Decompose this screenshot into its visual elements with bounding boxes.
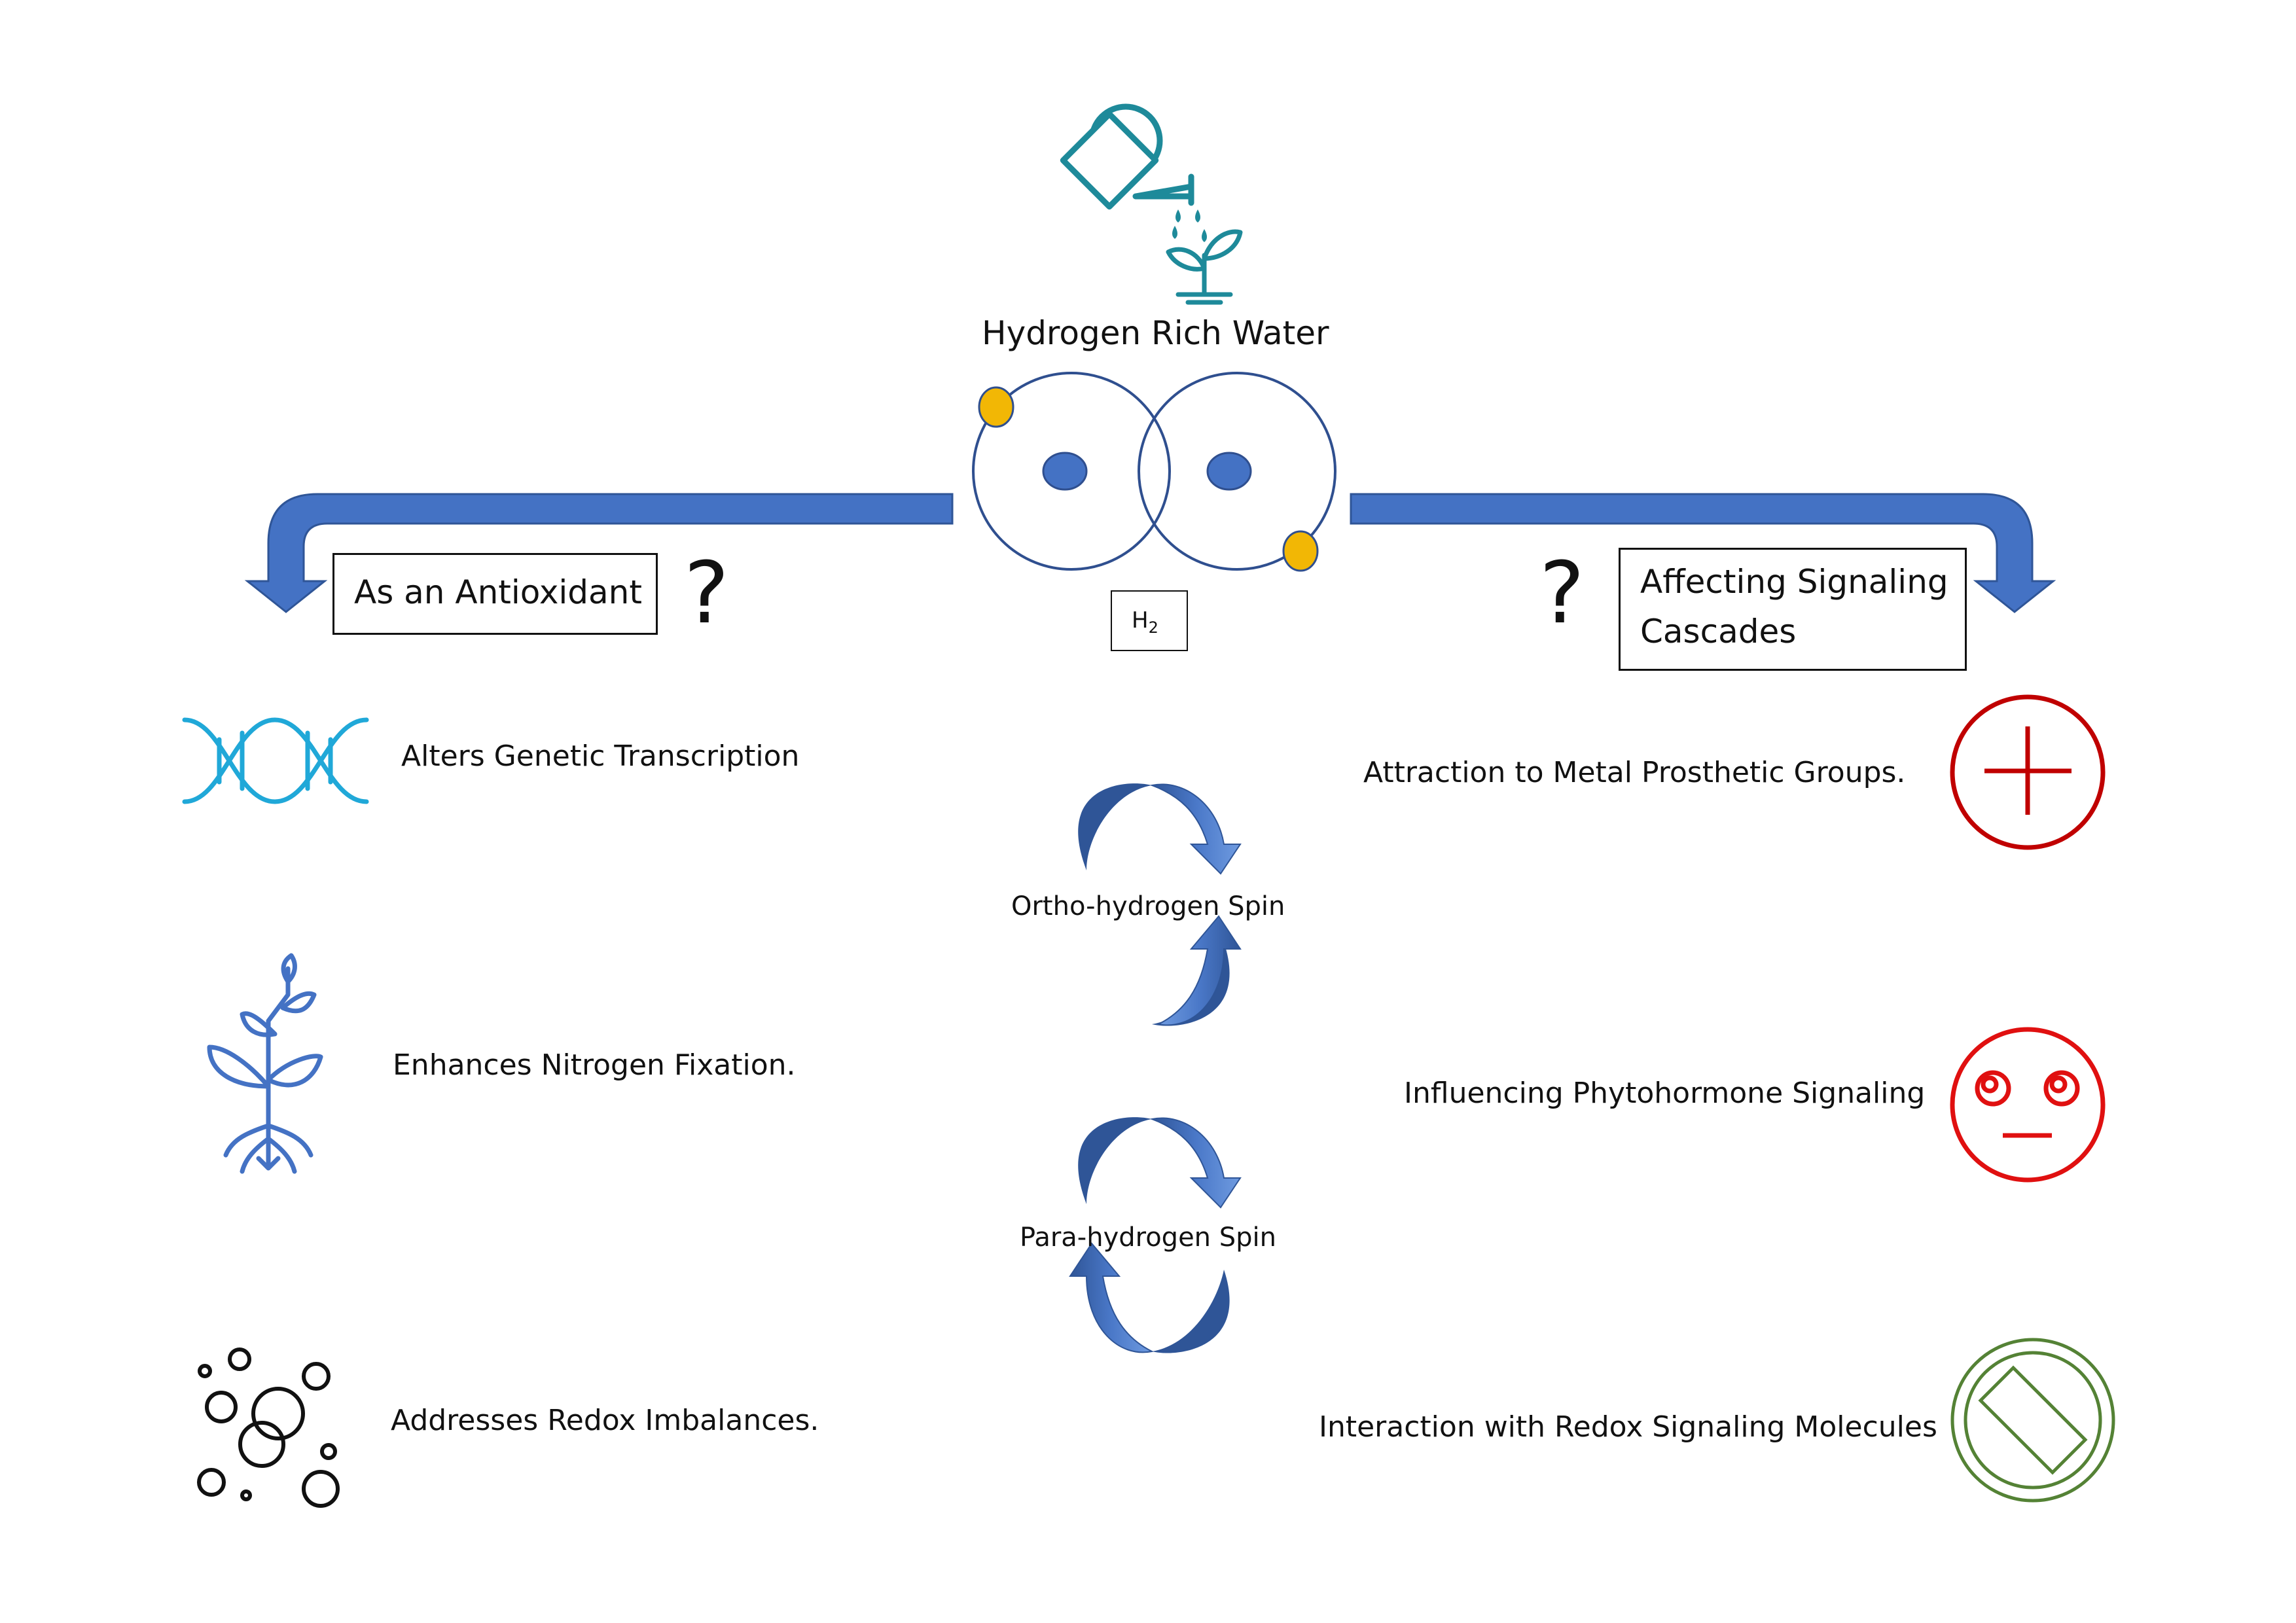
watering-can-icon — [1060, 103, 1194, 210]
right-question-mark: ? — [1539, 543, 1585, 643]
left-box: As an Antioxidant — [332, 553, 658, 635]
hydrogen-molecule — [972, 372, 1336, 572]
bubbles-icon — [197, 1347, 340, 1508]
diagram-title: Hydrogen Rich Water — [982, 314, 1329, 352]
left-box-label: As an Antioxidant — [354, 573, 642, 611]
nucleus-left — [1042, 452, 1088, 491]
ortho-spin-loop — [1078, 783, 1242, 1026]
right-item-2-label: Influencing Phytohormone Signaling — [1404, 1077, 1926, 1110]
right-box: Affecting Signaling Cascades — [1619, 548, 1967, 671]
left-branch-arrow — [244, 493, 954, 613]
ortho-spin-label: Ortho-hydrogen Spin — [1011, 891, 1285, 921]
right-box-line1: Affecting Signaling — [1640, 563, 1948, 601]
right-branch-arrow — [1350, 493, 2056, 613]
para-spin-loop — [1069, 1117, 1242, 1353]
plant-roots-icon — [207, 953, 323, 1174]
left-item-3-label: Addresses Redox Imbalances. — [391, 1404, 819, 1437]
water-drops-icon — [1172, 209, 1207, 242]
electron-left — [978, 386, 1014, 428]
dna-icon — [182, 717, 369, 804]
right-box-line2: Cascades — [1640, 613, 1797, 651]
molecule-label-box: H2 — [1111, 590, 1188, 651]
electron-right — [1282, 530, 1319, 572]
no-symbol-icon — [1950, 1338, 2115, 1503]
atom-orbit-right — [1138, 372, 1336, 571]
right-item-3-label: Interaction with Redox Signaling Molecul… — [1319, 1410, 1937, 1444]
neutral-face-icon — [1950, 1027, 2106, 1183]
molecule-label: H2 — [1132, 607, 1158, 637]
sprout-icon — [1166, 229, 1243, 305]
right-item-1-label: Attraction to Metal Prosthetic Groups. — [1363, 756, 1906, 789]
left-item-2-label: Enhances Nitrogen Fixation. — [393, 1048, 796, 1082]
atom-orbit-left — [972, 372, 1171, 571]
plus-circle-icon — [1950, 694, 2106, 850]
left-item-1-label: Alters Genetic Transcription — [401, 740, 800, 773]
para-spin-label: Para-hydrogen Spin — [1020, 1222, 1276, 1253]
nucleus-right — [1206, 452, 1252, 491]
left-question-mark: ? — [684, 543, 729, 643]
